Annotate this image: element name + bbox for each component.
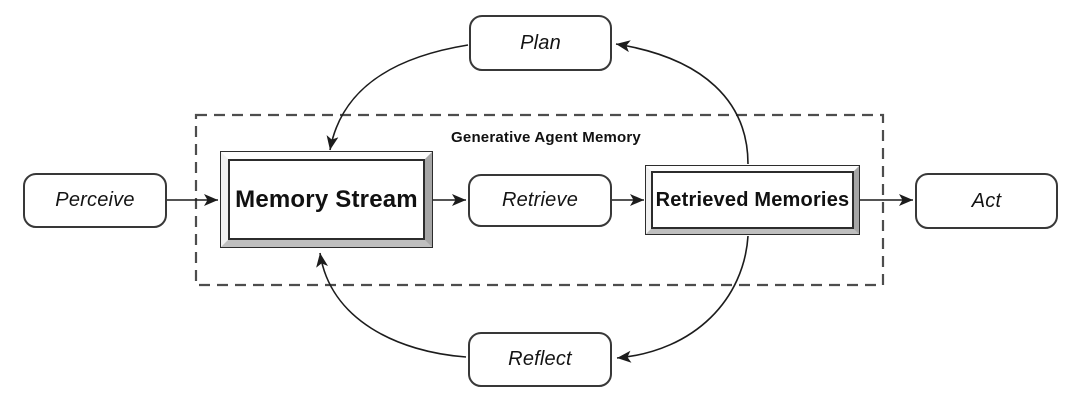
node-memory-stream-label: Memory Stream <box>235 185 418 213</box>
memory-stream-inner: Memory Stream <box>228 159 425 240</box>
arrow-retrieved-memories-to-reflect <box>616 235 749 363</box>
memory-stream-bevel: Memory Stream <box>221 152 432 247</box>
arrow-retrieved-memories-to-plan <box>615 40 749 165</box>
node-perceive-label: Perceive <box>55 189 135 211</box>
node-retrieved-memories-label: Retrieved Memories <box>655 188 850 211</box>
node-reflect-label: Reflect <box>508 348 572 370</box>
frame-label: Generative Agent Memory <box>451 129 641 146</box>
arrow-plan-to-memory-stream <box>326 44 469 151</box>
node-memory-stream: Memory Stream <box>220 151 433 248</box>
arrow-reflect-to-memory-stream <box>316 252 467 358</box>
node-act: Act <box>915 173 1058 229</box>
node-retrieved-memories: Retrieved Memories <box>645 165 860 235</box>
node-perceive: Perceive <box>23 173 167 228</box>
node-plan: Plan <box>469 15 612 71</box>
node-reflect: Reflect <box>468 332 612 387</box>
retrieved-memories-bevel: Retrieved Memories <box>646 166 859 234</box>
node-act-label: Act <box>971 189 1002 212</box>
node-plan-label: Plan <box>520 31 561 54</box>
node-retrieve-label: Retrieve <box>501 189 579 211</box>
retrieved-memories-inner: Retrieved Memories <box>651 171 854 229</box>
node-retrieve: Retrieve <box>468 174 612 227</box>
